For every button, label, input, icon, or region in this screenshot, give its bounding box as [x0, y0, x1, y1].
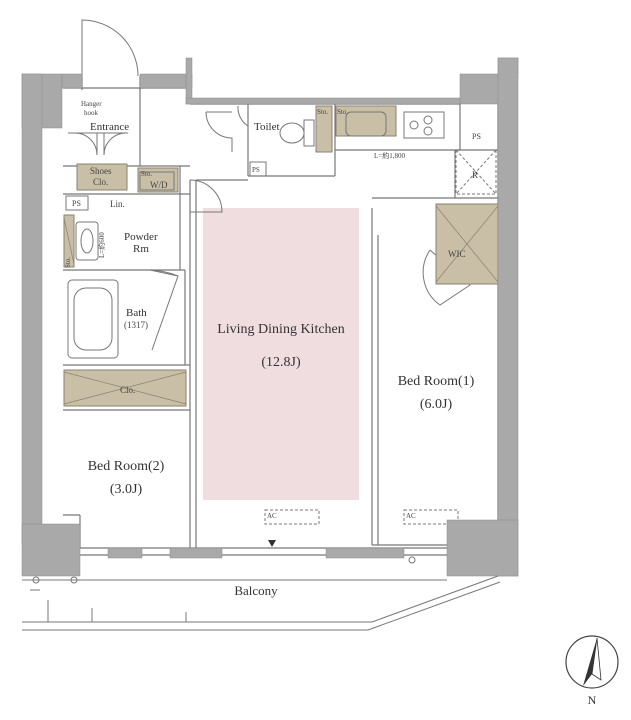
washer-pan [139, 171, 175, 191]
label-closet: Clo. [120, 385, 135, 395]
vanity-sink [75, 221, 99, 261]
label-bed1-size: (6.0J) [420, 397, 453, 412]
bathtub [67, 279, 119, 359]
ac-unit-right [403, 509, 459, 525]
ps-box-mid [249, 161, 267, 177]
entry-marker [268, 540, 276, 547]
label-toilet: Toilet [254, 121, 280, 133]
label-powder-2: Rm [133, 243, 149, 255]
label-sto-vanity: Sto. [64, 257, 72, 268]
label-shoes-1: Shoes [90, 166, 112, 176]
wall-column-bottom-left [21, 523, 81, 577]
wall-top-mid-post [185, 57, 193, 105]
wall-segment-bottom-3 [325, 547, 405, 559]
label-sto-toilet: Sto. [317, 108, 328, 116]
sto-toilet-block [315, 105, 333, 153]
label-ldk-size: (12.8J) [261, 355, 301, 370]
room-labels: Hanger hook Entrance Shoes Clo. Toilet S… [64, 100, 597, 707]
label-north: N [588, 693, 597, 707]
stove [403, 111, 445, 139]
north-compass [565, 635, 619, 689]
wall-segment-bottom-2 [169, 547, 223, 559]
label-ldk-name: Living Dining Kitchen [217, 322, 345, 337]
label-entrance: Entrance [90, 121, 129, 133]
refrigerator-space [455, 149, 497, 195]
label-hanger-1: Hanger [81, 100, 102, 108]
label-vanity-length: L=約600 [97, 232, 106, 258]
label-sto-wd-2: W/D [150, 180, 168, 190]
label-ps-mid: PS [252, 166, 260, 174]
label-ac-right: AC [406, 512, 416, 520]
balcony [22, 556, 501, 631]
ac-unit-left [264, 509, 320, 525]
wall-top-connector [139, 73, 193, 89]
label-refrigerator: R [472, 170, 478, 180]
wall-segment-bottom-1 [107, 547, 143, 559]
label-bed2-size: (3.0J) [110, 482, 143, 497]
storage-hatching [63, 205, 499, 405]
wall-column-bottom-right [446, 519, 519, 577]
label-bath-1: Bath [126, 307, 147, 319]
label-powder-1: Powder [124, 231, 158, 243]
label-linen: Lin. [110, 199, 125, 209]
ps-box-left [65, 195, 89, 211]
toilet-bowl [279, 122, 305, 144]
label-kitchen-length: L=約1,800 [374, 151, 405, 160]
label-sto-wd-1: Sto. [141, 170, 152, 178]
wall-left [21, 73, 43, 545]
label-shoes-2: Clo. [93, 177, 108, 187]
kitchen-sink [345, 111, 387, 137]
wall-column-top-right [459, 73, 501, 105]
wall-right [497, 57, 519, 577]
closet-block [63, 369, 187, 407]
label-bed2-name: Bed Room(2) [88, 459, 165, 474]
shoes-closet-block [76, 163, 128, 191]
ldk-floor-area [203, 208, 359, 500]
fixtures [65, 111, 497, 525]
label-sto-kitchen: Sto. [337, 108, 348, 116]
label-ps-top: PS [472, 132, 481, 141]
label-balcony: Balcony [234, 583, 278, 598]
structural-walls [21, 57, 519, 577]
label-hanger-2: hook [84, 109, 99, 117]
label-bath-2: (1317) [124, 320, 148, 330]
label-ac-left: AC [267, 512, 277, 520]
wall-top-left [61, 73, 83, 89]
label-wic: WIC [448, 249, 466, 259]
wall-top [185, 97, 461, 105]
label-bed1-name: Bed Room(1) [398, 374, 475, 389]
label-ps-left: PS [72, 199, 81, 208]
